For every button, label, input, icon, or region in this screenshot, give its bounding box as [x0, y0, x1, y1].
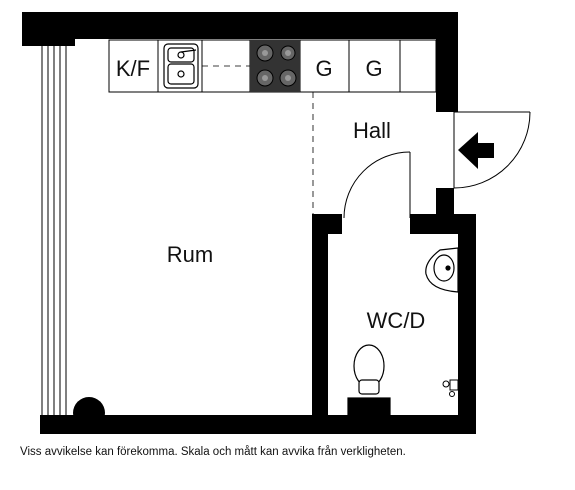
kitchen-label: K/F	[116, 56, 150, 81]
window-left	[41, 44, 67, 418]
walls	[22, 12, 476, 434]
entrance-door	[453, 111, 531, 189]
shower-tap-icon	[442, 379, 459, 397]
stove-icon	[250, 40, 300, 92]
cabinet-label-2: G	[365, 56, 382, 81]
hall-label: Hall	[353, 118, 391, 143]
room-label: Rum	[167, 242, 213, 267]
sink-icon	[163, 43, 199, 89]
toilet-icon	[347, 344, 391, 418]
washbasin-icon	[425, 247, 459, 293]
bathroom-door	[343, 151, 411, 219]
cabinet-label-1: G	[315, 56, 332, 81]
arrow-left-icon	[458, 132, 494, 169]
dashed-lines	[202, 65, 314, 218]
bathroom-label: WC/D	[367, 308, 426, 333]
disclaimer-text: Viss avvikelse kan förekomma. Skala och …	[20, 446, 406, 458]
